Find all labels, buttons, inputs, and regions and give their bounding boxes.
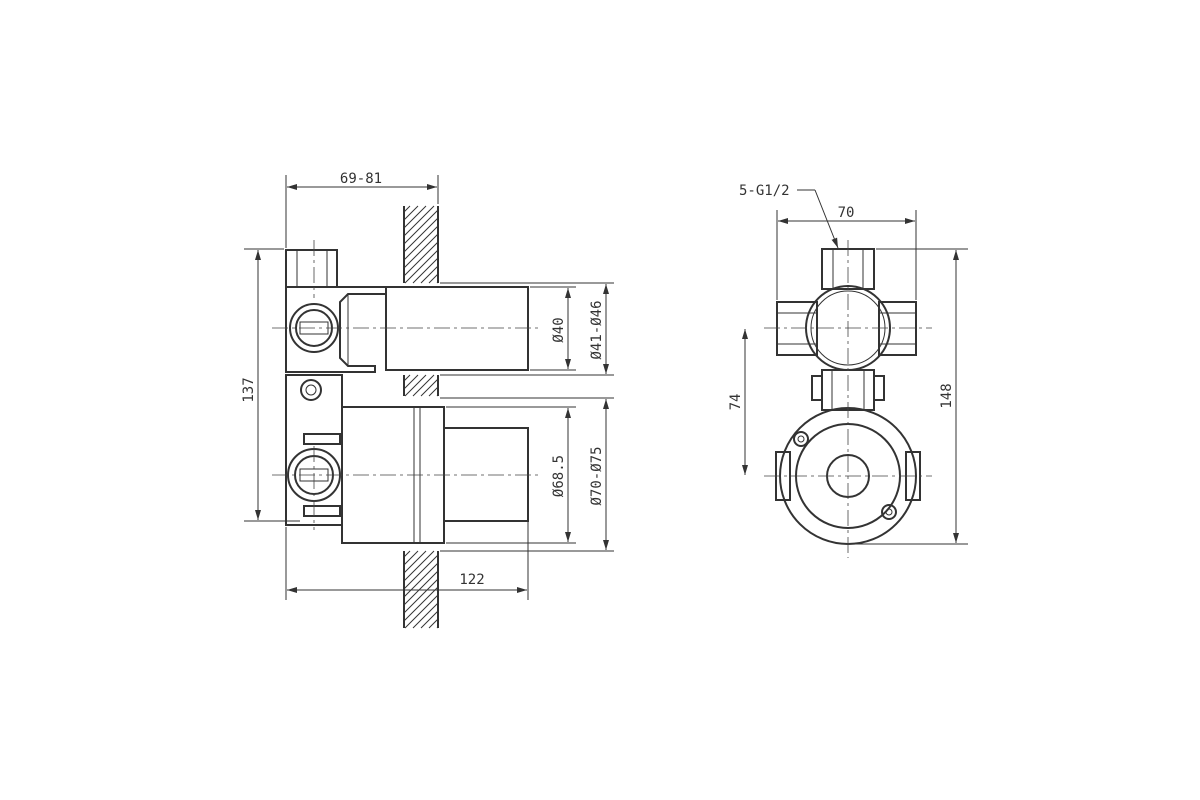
hatch-line: [403, 217, 439, 253]
hatch-line: [428, 273, 439, 284]
dim-front-center-offset: 74: [728, 329, 748, 475]
lower-valve-body: [285, 374, 529, 544]
hatch-line: [436, 281, 439, 284]
wall-middle: [403, 374, 439, 397]
thread-callout: 5-G1/2: [739, 183, 839, 249]
hatch-line: [403, 225, 439, 261]
hatch-line: [436, 394, 439, 397]
dim-lower-outer-label: Ø70-Ø75: [589, 446, 605, 505]
hatch-line: [412, 257, 439, 284]
hatch-line: [403, 554, 439, 590]
side-centerlines: [272, 240, 540, 530]
dim-lower-diameters: Ø68.5 Ø70-Ø75: [440, 397, 614, 552]
hatch-line: [404, 594, 439, 629]
hatch-line: [412, 602, 439, 629]
hatch-line: [404, 249, 439, 284]
dim-front-height-label: 148: [939, 383, 955, 408]
dim-lower-inner-label: Ø68.5: [551, 455, 567, 497]
hatch-line: [403, 205, 427, 229]
dim-bottom-width: 122: [285, 522, 529, 600]
dim-top-width: 69-81: [285, 171, 439, 248]
wall-top: [403, 205, 439, 284]
hatch-line: [403, 205, 411, 213]
dim-front-center-offset-label: 74: [728, 394, 744, 411]
dim-upper-outer-label: Ø41-Ø46: [589, 300, 605, 359]
hatch-line: [403, 550, 419, 566]
hatch-line: [403, 374, 411, 382]
hatch-line: [403, 550, 411, 558]
hatch-line: [428, 618, 439, 629]
dim-front-width: 70: [776, 205, 917, 300]
wall-bottom: [403, 550, 439, 629]
hatch-line: [403, 241, 439, 277]
hatch-line: [403, 233, 439, 269]
hatch-line: [403, 205, 419, 221]
front-neck: [811, 369, 885, 411]
dim-front-height: 148: [850, 248, 968, 545]
hatch-line: [436, 626, 439, 629]
dim-upper-diameters: Ø40 Ø41-Ø46: [440, 282, 614, 376]
thread-callout-label: 5-G1/2: [739, 183, 790, 199]
dim-front-width-label: 70: [838, 205, 855, 221]
upper-valve-body: [285, 249, 529, 373]
dim-top-width-label: 69-81: [340, 171, 382, 187]
hatch-line: [420, 610, 439, 629]
side-view: 69-81 137 122 Ø40 Ø41-Ø46: [241, 171, 614, 629]
dim-upper-inner-label: Ø40: [551, 317, 567, 342]
hatch-line: [404, 374, 427, 397]
hatch-line: [403, 550, 427, 574]
front-view: 5-G1/2 70 148 74: [728, 183, 968, 558]
hatch-line: [420, 265, 439, 284]
wall-section: [403, 205, 439, 629]
dim-side-height-label: 137: [241, 377, 257, 402]
hatch-line: [403, 209, 439, 245]
front-centerlines: [764, 240, 932, 558]
hatch-line: [420, 378, 439, 397]
front-upper-body: [776, 248, 917, 371]
hatch-line: [428, 386, 439, 397]
hatch-line: [403, 205, 435, 237]
dim-bottom-width-label: 122: [459, 572, 484, 588]
hatch-line: [412, 374, 435, 397]
hatch-line: [403, 578, 439, 614]
hatch-line: [403, 374, 419, 390]
hatch-line: [403, 550, 435, 582]
dim-side-height: 137: [241, 248, 300, 522]
